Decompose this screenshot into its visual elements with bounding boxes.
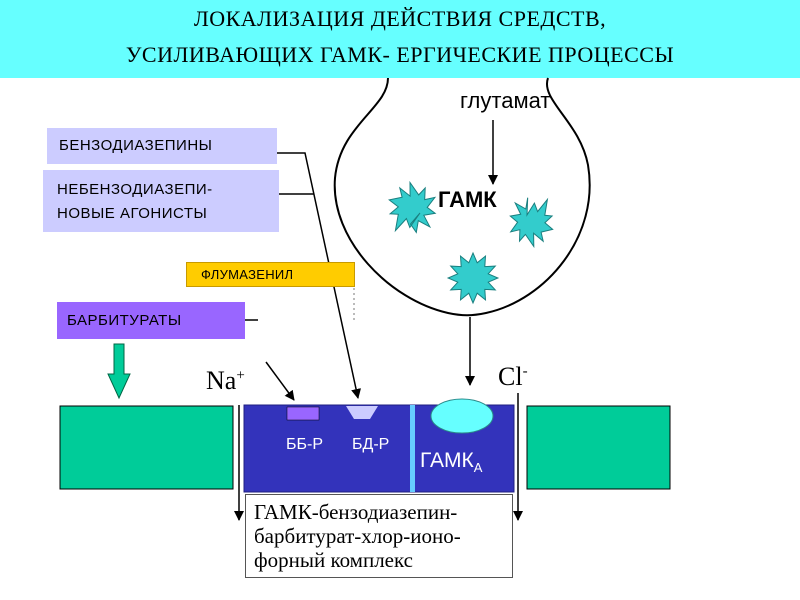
- presynaptic-terminal: [333, 77, 591, 317]
- title-line-1: ЛОКАЛИЗАЦИЯ ДЕЙСТВИЯ СРЕДСТВ,: [193, 6, 607, 31]
- bb-receptor-label: ББ-Р: [286, 436, 323, 453]
- gaba-a-receptor-label: ГАМКА: [420, 449, 482, 475]
- bd-receptor-label: БД-Р: [352, 436, 390, 453]
- benzo-pointer-line: [277, 152, 361, 399]
- bd-site-marker: [346, 406, 378, 419]
- membrane-right: [526, 405, 671, 490]
- na-site-arrow: [265, 361, 295, 401]
- benzodiazepines-label: БЕНЗОДИАЗЕПИНЫ: [47, 128, 277, 164]
- gaba-star-right-icon: [509, 197, 554, 249]
- gaba-a-subscript: А: [473, 460, 483, 476]
- cl-text: Cl: [498, 362, 523, 391]
- complex-caption-box: ГАМК-бензодиазепин- барбитурат-хлор-ионо…: [245, 494, 513, 578]
- flumazenil-label: ФЛУМАЗЕНИЛ: [186, 262, 355, 287]
- gaba-label: ГАМК: [438, 187, 497, 212]
- barbiturate-block-arrow-icon: [107, 343, 131, 400]
- sodium-ion-label: Na+: [206, 366, 245, 396]
- channel-divider: [410, 405, 415, 492]
- gaba-a-text: ГАМК: [420, 449, 474, 472]
- na-text: Na: [206, 366, 237, 395]
- glutamate-label: глутамат: [460, 88, 551, 113]
- nonbenzo-agonists-label: НЕБЕНЗОДИАЗЕПИ- НОВЫЕ АГОНИСТЫ: [43, 170, 279, 232]
- chloride-ion-label: Cl-: [498, 362, 528, 392]
- gaba-star-left-icon: [388, 180, 437, 234]
- title-banner: ЛОКАЛИЗАЦИЯ ДЕЙСТВИЯ СРЕДСТВ, УСИЛИВАЮЩИ…: [0, 0, 800, 78]
- gaba-star-lower-icon: [446, 251, 500, 305]
- complex-line-2: барбитурат-хлор-ионо-: [254, 524, 461, 548]
- membrane-left: [59, 405, 234, 490]
- complex-line-3: форный комплекс: [254, 548, 414, 572]
- na-charge: +: [236, 367, 245, 384]
- title-line-2: УСИЛИВАЮЩИХ ГАМК- ЕРГИЧЕСКИЕ ПРОЦЕССЫ: [125, 42, 675, 67]
- barbiturates-label: БАРБИТУРАТЫ: [57, 302, 245, 339]
- complex-line-1: ГАМК-бензодиазепин-: [254, 500, 458, 524]
- nonbenzo-line-1: НЕБЕНЗОДИАЗЕПИ-: [57, 181, 213, 198]
- bb-site-marker: [286, 406, 320, 421]
- gaba-binding-molecule: [430, 398, 494, 434]
- nonbenzo-line-2: НОВЫЕ АГОНИСТЫ: [57, 205, 208, 222]
- cl-charge: -: [522, 363, 528, 380]
